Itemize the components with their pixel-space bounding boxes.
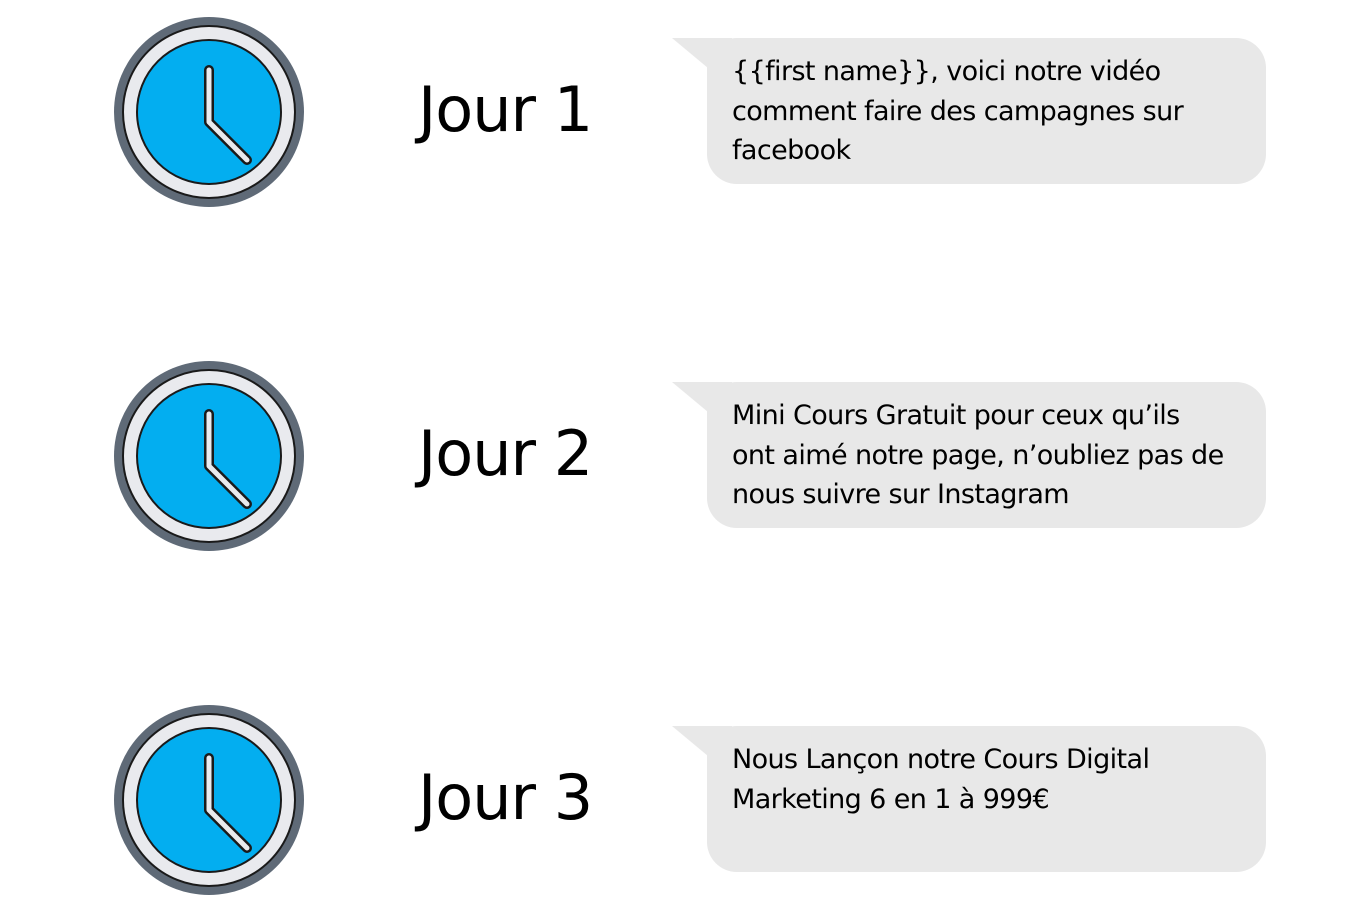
clock-icon [114, 705, 304, 895]
message-text: Mini Cours Gratuit pour ceux qu’ils ont … [732, 400, 1224, 510]
timeline-step-3: Jour 3 Nous Lançon notre Cours Digital M… [0, 700, 1366, 900]
message-text: Nous Lançon notre Cours Digital Marketin… [732, 744, 1150, 815]
day-label: Jour 2 [418, 417, 593, 490]
message-bubble: {{first name}}, voici notre vidéo commen… [707, 38, 1266, 184]
day-label: Jour 3 [418, 761, 593, 834]
message-text: {{first name}}, voici notre vidéo commen… [732, 56, 1184, 166]
timeline-step-1: Jour 1 {{first name}}, voici notre vidéo… [0, 12, 1366, 212]
day-label: Jour 1 [418, 73, 593, 146]
message-bubble: Nous Lançon notre Cours Digital Marketin… [707, 726, 1266, 872]
clock-icon [114, 361, 304, 551]
message-bubble: Mini Cours Gratuit pour ceux qu’ils ont … [707, 382, 1266, 528]
clock-icon [114, 17, 304, 207]
timeline-step-2: Jour 2 Mini Cours Gratuit pour ceux qu’i… [0, 356, 1366, 556]
